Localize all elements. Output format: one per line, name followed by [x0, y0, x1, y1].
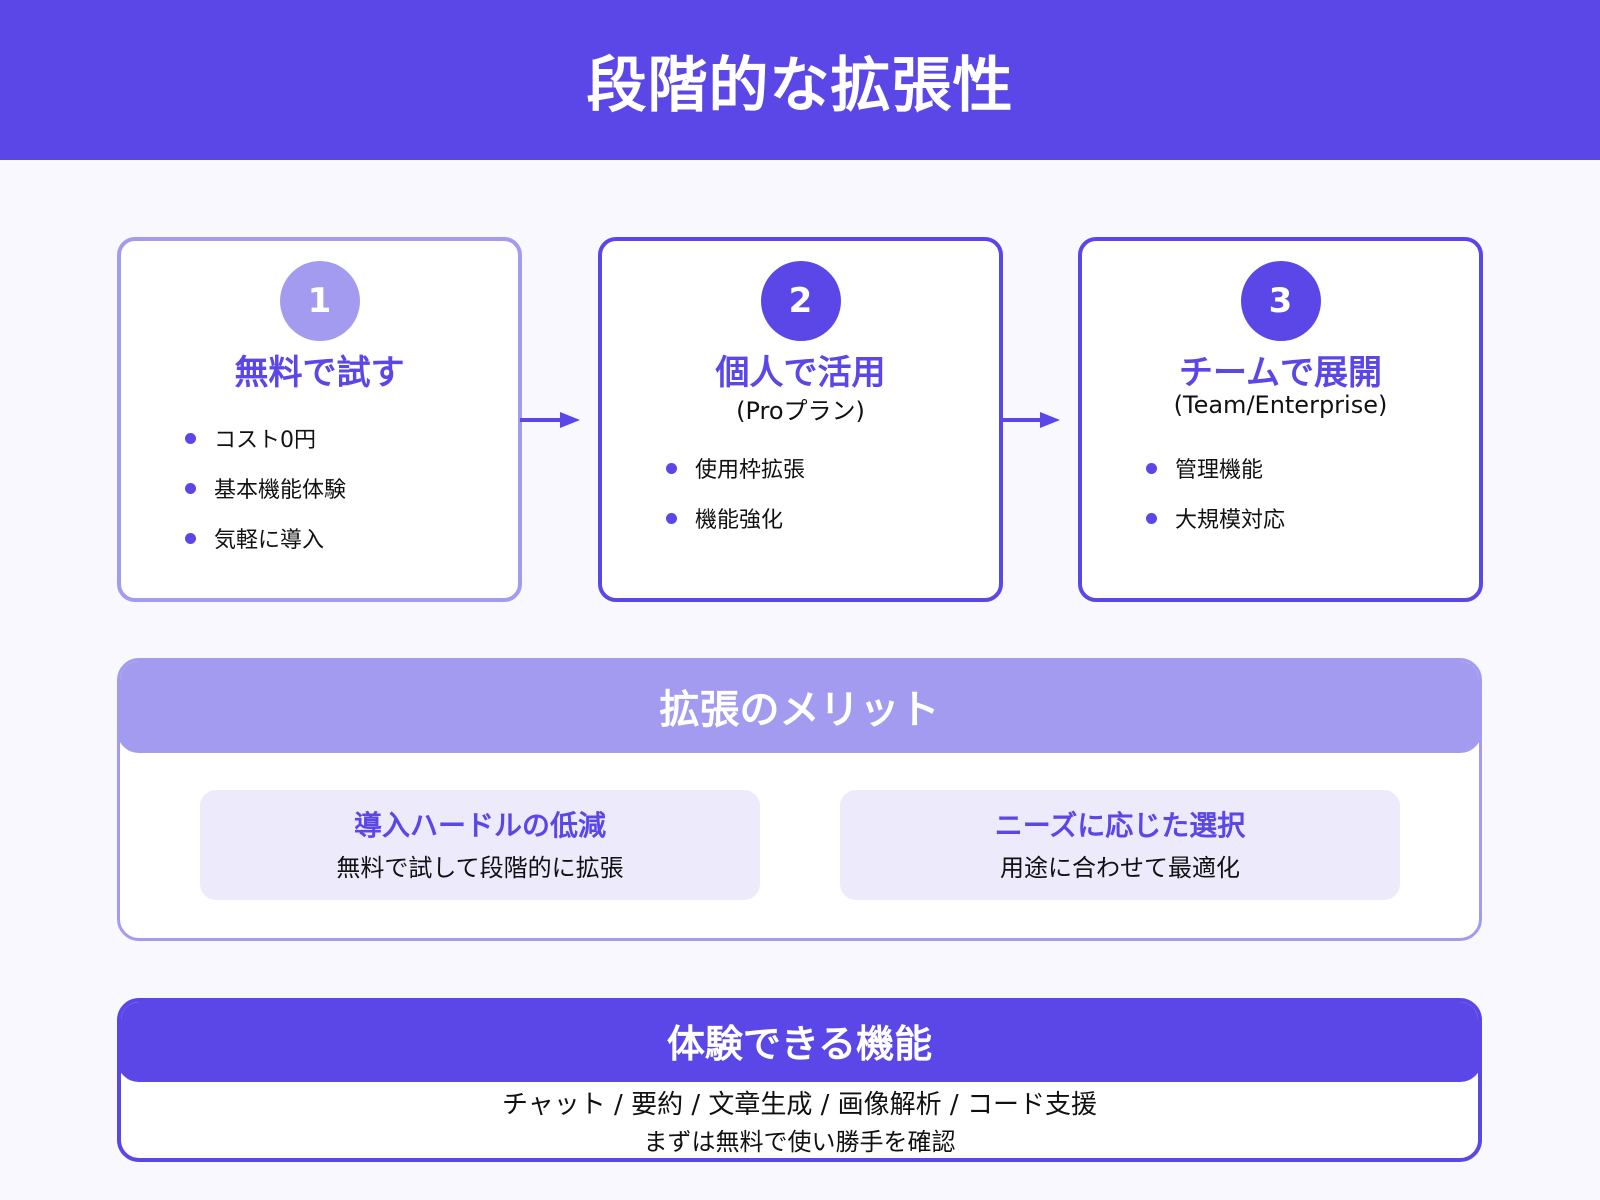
step-card-pro-plan: 2 個人で活用 (Proプラン) 使用枠拡張 機能強化: [598, 237, 1003, 602]
step-number-badge: 1: [279, 261, 360, 341]
merit-box-lower-barrier: 導入ハードルの低減 無料で試して段階的に拡張: [200, 790, 760, 900]
step-feature-list: 管理機能 大規模対応: [1146, 443, 1285, 543]
step-subtitle: (Proプラン): [736, 397, 865, 425]
bullet-icon: [666, 512, 677, 524]
list-item: 管理機能: [1146, 443, 1285, 493]
step-title: 個人で活用: [715, 353, 886, 393]
arrow-right-icon: [520, 412, 580, 428]
step-subtitle: (Team/Enterprise): [1173, 391, 1388, 419]
step-number-badge: 2: [760, 261, 841, 341]
step-card-free-trial: 1 無料で試す コスト0円 基本機能体験 気軽に導入: [117, 237, 522, 602]
merit-header: 拡張のメリット: [120, 661, 1479, 753]
bullet-icon: [1146, 512, 1157, 524]
features-section: 体験できる機能 チャット / 要約 / 文章生成 / 画像解析 / コード支援 …: [117, 998, 1482, 1162]
list-item: 気軽に導入: [185, 513, 346, 563]
merit-box-title: ニーズに応じた選択: [994, 809, 1246, 842]
merit-title: 拡張のメリット: [659, 686, 940, 733]
step-title: チームで展開: [1179, 353, 1382, 393]
list-item: コスト0円: [185, 413, 346, 463]
step-number-badge: 3: [1240, 261, 1321, 341]
features-title: 体験できる機能: [666, 1021, 933, 1066]
bullet-icon: [185, 532, 196, 544]
merit-box-title: 導入ハードルの低減: [353, 809, 606, 842]
step-title: 無料で試す: [234, 353, 405, 393]
features-header: 体験できる機能: [121, 1002, 1478, 1082]
list-item: 大規模対応: [1146, 493, 1285, 543]
features-note: まずは無料で使い勝手を確認: [643, 1128, 956, 1156]
bullet-icon: [1146, 462, 1157, 474]
arrow-right-icon: [1000, 412, 1060, 428]
step-card-team-enterprise: 3 チームで展開 (Team/Enterprise) 管理機能 大規模対応: [1078, 237, 1483, 602]
merit-box-needs-based: ニーズに応じた選択 用途に合わせて最適化: [840, 790, 1400, 900]
page-title: 段階的な拡張性: [586, 50, 1014, 121]
merit-section: 拡張のメリット 導入ハードルの低減 無料で試して段階的に拡張 ニーズに応じた選択…: [117, 658, 1482, 941]
step-feature-list: コスト0円 基本機能体験 気軽に導入: [185, 413, 346, 563]
bullet-icon: [185, 432, 196, 444]
list-item: 基本機能体験: [185, 463, 346, 513]
list-item: 機能強化: [666, 493, 805, 543]
bullet-icon: [185, 482, 196, 494]
list-item: 使用枠拡張: [666, 443, 805, 493]
merit-box-description: 無料で試して段階的に拡張: [336, 854, 624, 882]
bullet-icon: [666, 462, 677, 474]
header-band: 段階的な拡張性: [0, 0, 1600, 160]
features-list: チャット / 要約 / 文章生成 / 画像解析 / コード支援: [502, 1090, 1097, 1120]
merit-box-description: 用途に合わせて最適化: [1000, 854, 1240, 882]
step-feature-list: 使用枠拡張 機能強化: [666, 443, 805, 543]
